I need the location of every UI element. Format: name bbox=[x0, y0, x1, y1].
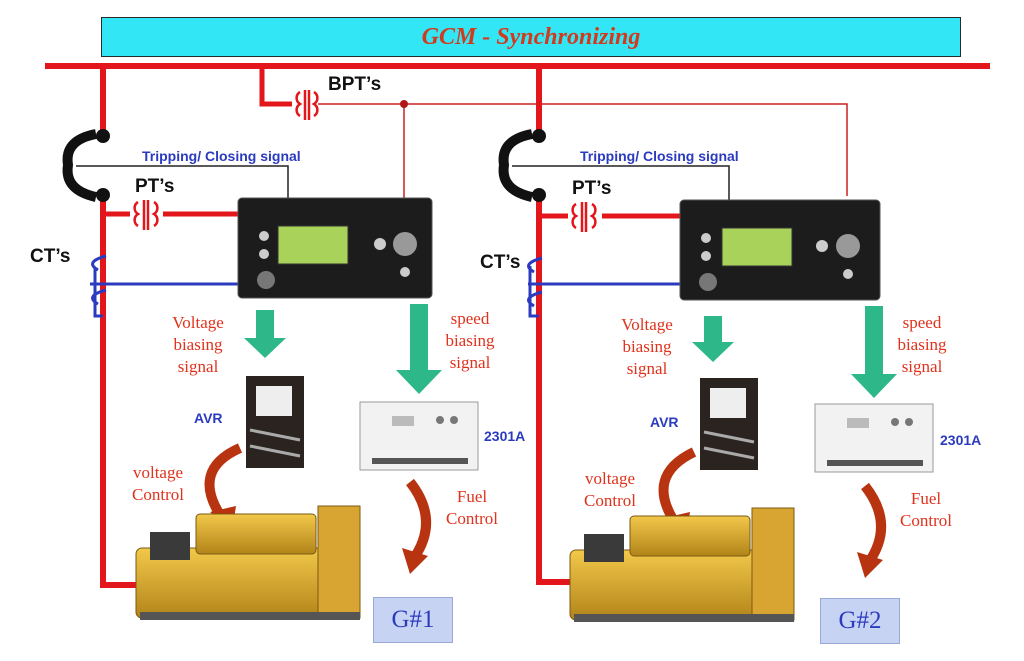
unit1-breaker-icon bbox=[62, 129, 110, 202]
unit1-avr-board-icon bbox=[246, 376, 304, 468]
unit2-speed-bias-line3: signal bbox=[901, 357, 943, 376]
unit2-voltage-bias-label: Voltage biasing signal bbox=[607, 314, 687, 380]
unit2-voltage-bias-line3: signal bbox=[626, 359, 668, 378]
unit2-voltage-bias-line2: biasing bbox=[622, 337, 672, 356]
unit2-governor-module-icon bbox=[814, 403, 934, 473]
unit1-voltage-flow-arrow-icon bbox=[244, 310, 286, 358]
title-banner: GCM - Synchronizing bbox=[101, 17, 961, 57]
unit2-voltage-flow-arrow-icon bbox=[692, 316, 734, 362]
unit1-voltage-bias-line2: biasing bbox=[173, 335, 223, 354]
unit2-fuel-control-label: Fuel Control bbox=[886, 488, 966, 532]
unit1-voltage-control-label: voltage Control bbox=[118, 462, 198, 506]
unit1-voltage-bias-label: Voltage biasing signal bbox=[158, 312, 238, 378]
unit2-trip-wire bbox=[512, 165, 730, 202]
unit1-ct-coil-icon bbox=[91, 254, 107, 306]
unit2-bus-drop bbox=[536, 66, 578, 585]
unit2-generator-icon bbox=[569, 507, 795, 622]
unit1-speed-bias-line1: speed bbox=[450, 309, 490, 328]
unit1-ct-label: CT’s bbox=[30, 246, 71, 267]
unit1-bus-drop bbox=[100, 66, 145, 588]
unit1-trip-wire bbox=[76, 165, 289, 200]
main-bus bbox=[45, 63, 990, 69]
unit1-speed-bias-label: speed biasing signal bbox=[430, 308, 510, 374]
unit2-fuel-control-line2: Control bbox=[900, 511, 952, 530]
unit2-avr-label: AVR bbox=[650, 414, 679, 430]
unit2-ct-coil-icon bbox=[527, 256, 543, 308]
unit1-fuel-control-line2: Control bbox=[446, 509, 498, 528]
unit1-pt-transformer-icon bbox=[133, 200, 159, 230]
generator-2-label: G#2 bbox=[820, 598, 900, 644]
unit1-speed-bias-line3: signal bbox=[449, 353, 491, 372]
unit2-voltage-bias-line1: Voltage bbox=[621, 315, 673, 334]
bpt-junction bbox=[400, 100, 408, 108]
unit2-speed-bias-line1: speed bbox=[902, 313, 942, 332]
unit2-voltage-control-line2: Control bbox=[584, 491, 636, 510]
unit2-governor-label: 2301A bbox=[940, 432, 982, 448]
unit2-breaker-icon bbox=[498, 129, 546, 202]
unit1-gcm-module-icon bbox=[237, 197, 433, 299]
unit2-fuel-curved-arrow-icon bbox=[857, 482, 886, 578]
unit1-trip-close-label: Tripping/ Closing signal bbox=[142, 148, 301, 164]
bpt-transformer-icon bbox=[295, 90, 319, 120]
unit1-generator-icon bbox=[135, 505, 361, 620]
unit2-avr-board-icon bbox=[700, 378, 758, 470]
unit2-ct-wire bbox=[528, 266, 680, 318]
unit1-speed-flow-arrow-icon bbox=[396, 304, 442, 394]
unit1-governor-label: 2301A bbox=[484, 428, 526, 444]
unit2-pt-transformer-icon bbox=[571, 202, 597, 232]
bpt-tap-wire bbox=[259, 66, 292, 107]
unit2-pt-label: PT’s bbox=[572, 178, 612, 199]
unit2-speed-bias-line2: biasing bbox=[897, 335, 947, 354]
unit2-voltage-control-label: voltage Control bbox=[570, 468, 650, 512]
unit1-fuel-control-line1: Fuel bbox=[456, 487, 488, 506]
bpt-sense-wire bbox=[318, 103, 848, 198]
unit1-pt-label: PT’s bbox=[135, 176, 175, 197]
unit1-voltage-bias-line3: signal bbox=[177, 357, 219, 376]
unit2-gcm-module-icon bbox=[679, 199, 881, 301]
unit2-voltage-control-line1: voltage bbox=[584, 469, 636, 488]
unit1-avr-label: AVR bbox=[194, 410, 223, 426]
generator-1-label: G#1 bbox=[373, 597, 453, 643]
page-title: GCM - Synchronizing bbox=[421, 23, 641, 50]
unit2-fuel-control-line1: Fuel bbox=[910, 489, 942, 508]
unit1-ct-wire bbox=[90, 268, 238, 318]
unit1-fuel-control-label: Fuel Control bbox=[432, 486, 512, 530]
unit2-ct-label: CT’s bbox=[480, 252, 521, 273]
unit1-voltage-control-line1: voltage bbox=[132, 463, 184, 482]
unit1-voltage-bias-line1: Voltage bbox=[172, 313, 224, 332]
unit2-trip-close-label: Tripping/ Closing signal bbox=[580, 148, 739, 164]
unit1-fuel-curved-arrow-icon bbox=[402, 478, 431, 574]
unit1-voltage-control-line2: Control bbox=[132, 485, 184, 504]
unit1-governor-module-icon bbox=[359, 401, 479, 471]
unit2-speed-flow-arrow-icon bbox=[851, 306, 897, 398]
unit1-speed-bias-line2: biasing bbox=[445, 331, 495, 350]
bpt-label: BPT’s bbox=[328, 74, 382, 95]
unit2-speed-bias-label: speed biasing signal bbox=[882, 312, 962, 378]
